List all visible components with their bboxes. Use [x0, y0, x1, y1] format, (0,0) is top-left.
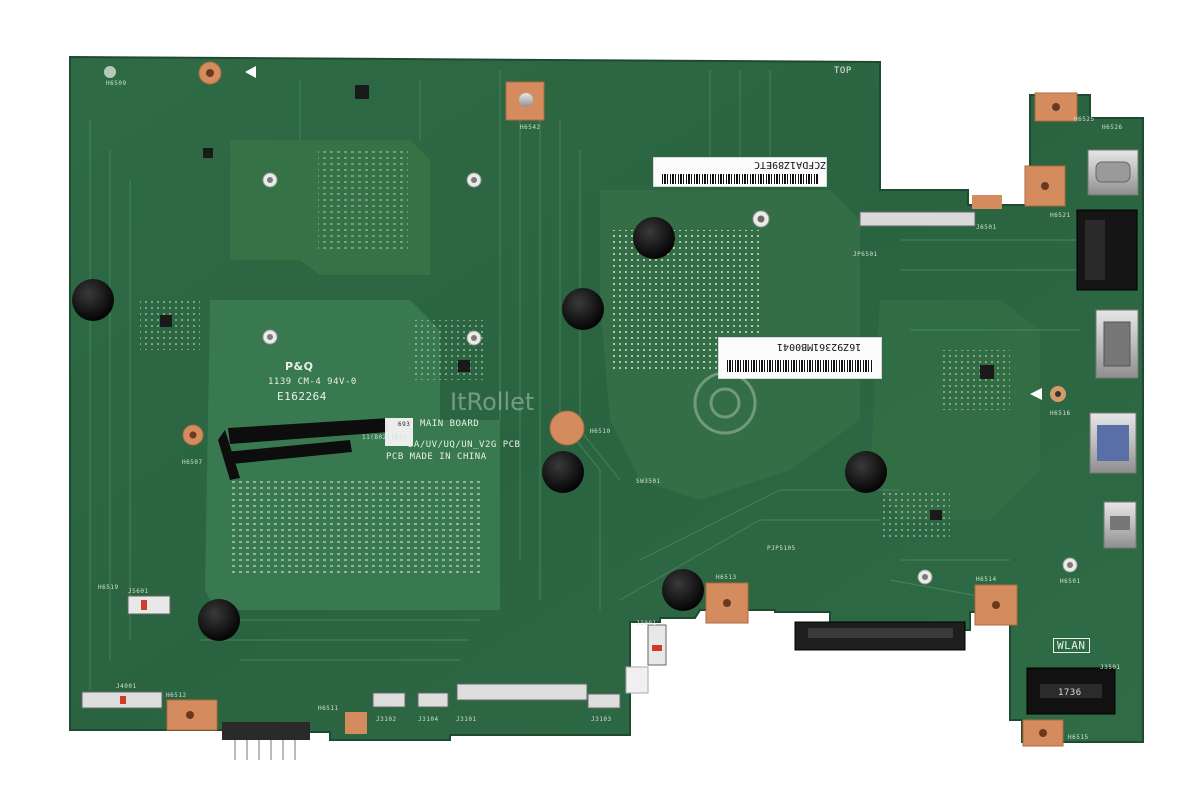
- usb-a-port: [1089, 412, 1137, 474]
- refdes-j3104: J3104: [418, 716, 439, 723]
- m2-wlan-slot: [1026, 667, 1116, 715]
- refdes-h6519: H6519: [98, 584, 119, 591]
- pin1-marker-right: [1030, 388, 1042, 400]
- serial-code-mid: 16Z92361MB0041: [777, 341, 862, 352]
- hdmi-port: [1095, 309, 1139, 379]
- refdes-j3501: J3501: [1100, 664, 1121, 671]
- refdes-h6514: H6514: [976, 576, 997, 583]
- red-tab-2: [652, 645, 662, 651]
- refdes-h6510: H6510: [590, 428, 611, 435]
- refdes-h6515: H6515: [1068, 734, 1089, 741]
- refdes-sw3501: SW3501: [636, 478, 661, 485]
- refdes-j5601: J5601: [128, 588, 149, 595]
- refdes-h6542: H6542: [520, 124, 541, 131]
- fpc-connector-j3101: [456, 683, 588, 701]
- refdes-pjp5105: PJP5105: [767, 545, 796, 552]
- watermark-logo: [693, 371, 757, 435]
- refdes-j4001: J4001: [116, 683, 137, 690]
- bga-pads-lower: [228, 480, 483, 575]
- smd-cluster-mid: [415, 320, 485, 380]
- battery-pins: [222, 722, 310, 760]
- cert-mark: P&Q: [285, 360, 314, 373]
- serial-sticker-mid: 16Z92361MB0041: [718, 337, 882, 379]
- refdes-h6509: H6509: [106, 80, 127, 87]
- pin1-marker-top: [245, 66, 256, 78]
- smd-cluster-right: [940, 350, 1010, 410]
- sata-connector: [794, 621, 966, 651]
- refdes-j3101: J3101: [456, 716, 477, 723]
- fpc-connector-j3102: [372, 692, 406, 708]
- refdes-h6516: H6516: [1050, 410, 1071, 417]
- marker-redaction: [218, 418, 390, 480]
- refdes-h6513: H6513: [716, 574, 737, 581]
- watermark: ItRollet: [450, 388, 535, 416]
- refdes-j3103: J3103: [591, 716, 612, 723]
- copper-pads: [166, 61, 1078, 747]
- fpc-connector-j3103: [587, 693, 621, 709]
- model-name: DA/UV/UQ/UN_V2G PCB: [408, 440, 521, 450]
- refdes-j3102: J3102: [376, 716, 397, 723]
- partial-label: [385, 418, 413, 446]
- barcode-mid: [727, 360, 873, 372]
- refdes-j6501: J6501: [976, 224, 997, 231]
- rubber-feet: [72, 217, 887, 641]
- part-code-partial: 693: [398, 421, 411, 428]
- fpc-connector-j3104: [417, 692, 449, 708]
- refdes-h6512: H6512: [166, 692, 187, 699]
- refdes-jp6501: JP6501: [853, 251, 878, 258]
- white-connector: [625, 666, 649, 694]
- serial-sticker-top: ZCFDA1Z89ETC: [653, 157, 827, 187]
- refdes-j3001: J3001: [636, 620, 657, 627]
- refdes-h6526: H6526: [1102, 124, 1123, 131]
- connector-j5601: [127, 595, 171, 615]
- refdes-h6507: H6507: [182, 459, 203, 466]
- part-code-line: 11(B02)(01): [362, 434, 408, 441]
- pcb-origin: PCB MADE IN CHINA: [386, 452, 487, 462]
- slot-code: 1736: [1058, 688, 1082, 698]
- wlan-label: WLAN: [1053, 638, 1090, 653]
- mount-holes: [104, 66, 1078, 585]
- refdes-h6525: H6525: [1074, 116, 1095, 123]
- micro-usb-port: [1103, 501, 1137, 549]
- refdes-h6501: H6501: [1060, 578, 1081, 585]
- serial-code-top: ZCFDA1Z89ETC: [754, 159, 827, 170]
- red-tab-3: [120, 696, 126, 704]
- top-edge-label: TOP: [834, 66, 852, 76]
- red-tab-1: [141, 600, 147, 610]
- cert-code: 1139 CM-4 94V-0: [268, 377, 357, 387]
- ul-file-number: E162264: [277, 390, 327, 403]
- smd-cluster-top: [318, 150, 408, 250]
- refdes-h6521: H6521: [1050, 212, 1071, 219]
- refdes-h6511: H6511: [318, 705, 339, 712]
- main-board-label: MAIN BOARD: [420, 419, 480, 429]
- trace-lines: [89, 70, 1080, 690]
- audio-jack: [1076, 209, 1138, 291]
- model-digit: 0: [402, 428, 408, 438]
- usb-c-port-top: [1087, 149, 1139, 196]
- small-ics: [160, 85, 994, 520]
- fpc-connector-top: [859, 211, 976, 227]
- barcode-top: [662, 174, 818, 184]
